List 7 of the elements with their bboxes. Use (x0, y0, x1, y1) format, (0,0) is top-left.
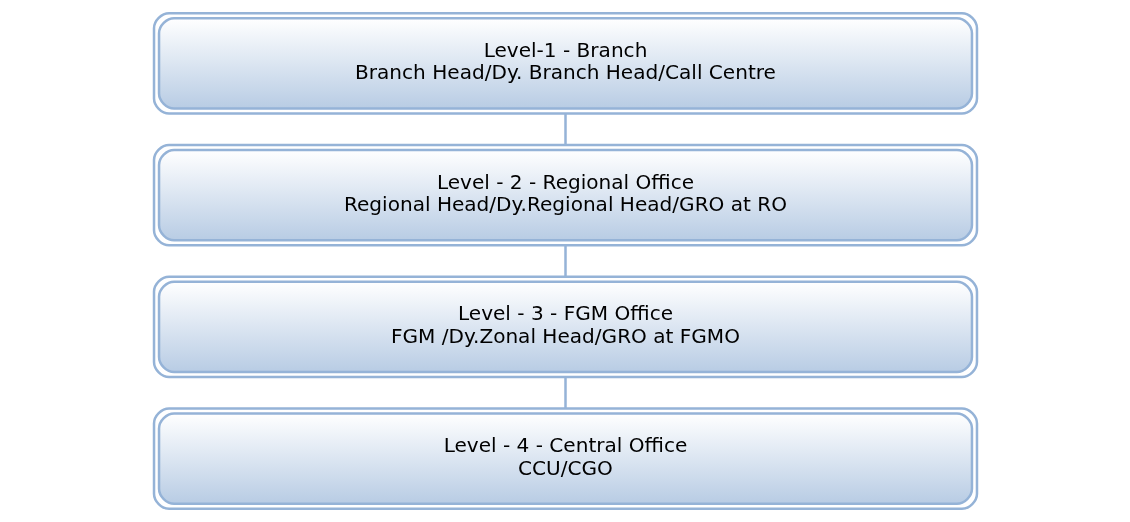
connector (563, 245, 567, 277)
node-box: Level - 3 - FGM Office FGM /Dy.Zonal Head/GRO at FGMO (152, 275, 978, 379)
node-box: Level - 2 - Regional Office Regional Head/Dy.Regional Head/GRO at RO (152, 143, 978, 247)
connector (563, 377, 567, 409)
connector (563, 113, 567, 145)
node-box: Level - 4 - Central Office CCU/CGO (152, 407, 978, 511)
node-box: Level-1 - Branch Branch Head/Dy. Branch Head/Call Centre (152, 11, 978, 115)
